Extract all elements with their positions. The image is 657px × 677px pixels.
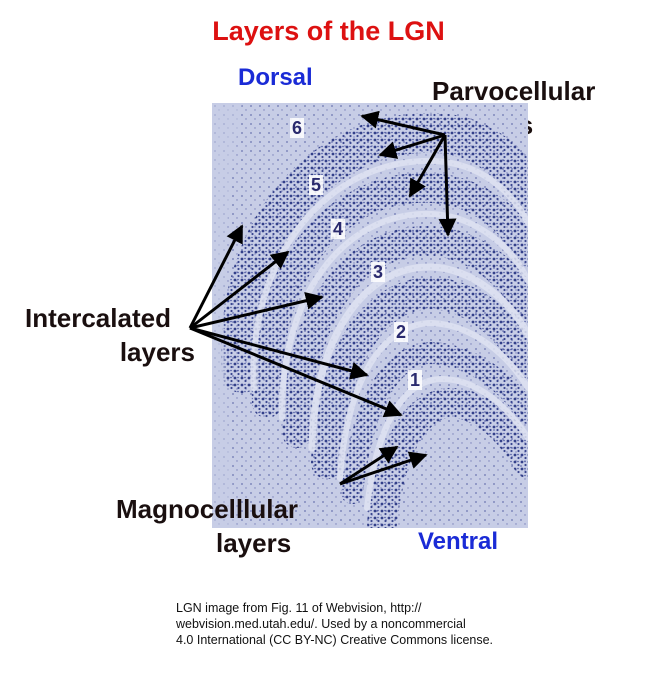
- magnocellular-layers-label: Magnocelllular layers: [116, 492, 316, 560]
- magno-arrow-to-2: [339, 445, 399, 486]
- lgn-layer-1-band: [367, 388, 528, 528]
- intercalated-gap-4-3: [308, 263, 528, 452]
- parvo-arrow-to-4: [408, 134, 447, 198]
- credit-line-2: webvision.med.utah.edu/. Used by a nonco…: [176, 617, 466, 631]
- image-credit: LGN image from Fig. 11 of Webvision, htt…: [176, 600, 576, 648]
- parvo-arrow-to-3: [438, 134, 457, 237]
- intercalated-arrow-1: [188, 224, 244, 329]
- credit-line-1: LGN image from Fig. 11 of Webvision, htt…: [176, 601, 422, 615]
- layer-2-label: 2: [394, 322, 409, 342]
- intercalated-layers-label: Intercalated layers: [25, 301, 195, 369]
- intercalated-label-line1: Intercalated: [25, 303, 171, 333]
- parvo-arrow-to-5: [378, 133, 446, 159]
- diagram-title: Layers of the LGN: [212, 16, 445, 46]
- dorsal-label: Dorsal: [238, 64, 313, 91]
- magnocellular-label-line2: layers: [216, 528, 292, 558]
- intercalated-arrow-3: [189, 291, 324, 330]
- lgn-layer-5-band: [251, 172, 528, 418]
- magno-arrow-to-1: [339, 451, 428, 486]
- magnocellular-label-line1: Magnocelllular: [116, 494, 299, 524]
- layer-4-label: 4: [331, 219, 346, 239]
- lgn-layer-2-band: [341, 341, 528, 504]
- intercalated-gap-5-4: [278, 210, 528, 421]
- intercalated-arrow-2: [189, 250, 290, 330]
- intercalated-arrow-4: [189, 326, 369, 380]
- layer-5-label: 5: [309, 175, 324, 195]
- intercalated-label-line2: layers: [119, 337, 195, 367]
- intercalated-gap-2-1: [364, 375, 528, 511]
- credit-line-3: 4.0 International (CC BY-NC) Creative Co…: [176, 633, 494, 647]
- intercalated-gap-6-5: [250, 157, 528, 391]
- tissue-edge: [212, 103, 242, 528]
- layer-1-label: 1: [408, 370, 423, 390]
- ventral-label: Ventral: [418, 528, 499, 555]
- parvo-arrow-to-6: [360, 110, 446, 137]
- layer-3-label: 3: [371, 262, 386, 282]
- parvocellular-label-line1: Parvocellular: [432, 76, 596, 106]
- intercalated-gap-3-2: [337, 319, 528, 481]
- lgn-layer-4-band: [282, 225, 528, 448]
- intercalated-arrow-5: [189, 326, 403, 418]
- layer-6-label: 6: [290, 118, 305, 138]
- lgn-micrograph: [212, 103, 528, 528]
